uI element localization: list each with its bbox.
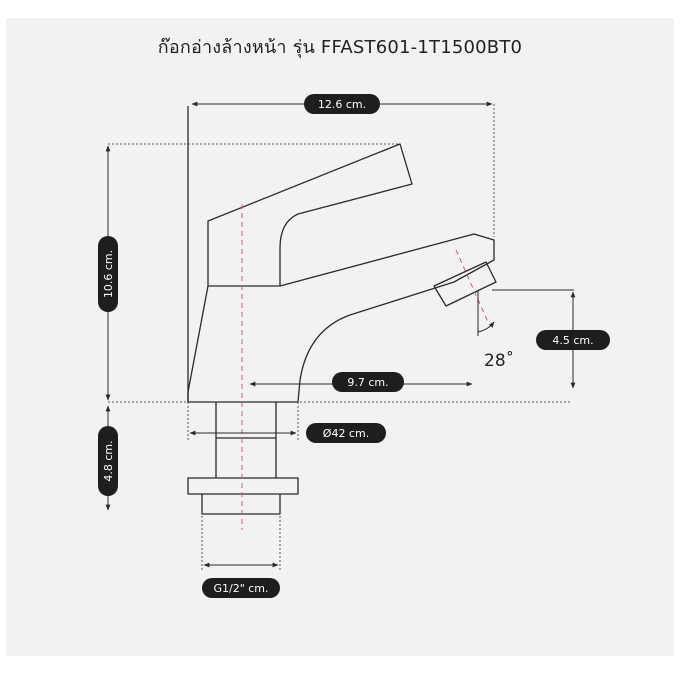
body-spout — [187, 233, 495, 403]
label-reach: 9.7 cm. — [332, 372, 404, 392]
handle-lever — [207, 143, 413, 287]
label-thread: G1/2" cm. — [202, 578, 280, 598]
reference-lines — [108, 104, 572, 572]
angle-label: 28˚ — [484, 350, 514, 371]
angle-indicator — [477, 289, 574, 336]
svg-text:4.5 cm.: 4.5 cm. — [552, 334, 593, 347]
shank-upper — [215, 402, 277, 478]
svg-text:4.8 cm.: 4.8 cm. — [102, 440, 115, 481]
aerator — [433, 261, 497, 307]
faucet-outline — [187, 106, 497, 515]
thread-tail — [201, 494, 281, 515]
page-title: ก๊อกอ่างล้างหน้า รุ่น FFAST601-1T1500BT0 — [157, 37, 523, 58]
svg-text:10.6 cm.: 10.6 cm. — [102, 250, 115, 298]
label-height-body: 10.6 cm. — [98, 236, 118, 312]
svg-text:G1/2" cm.: G1/2" cm. — [213, 582, 268, 595]
mounting-nut — [187, 477, 299, 495]
label-width-top: 12.6 cm. — [304, 94, 380, 114]
label-height-spout: 4.5 cm. — [536, 330, 610, 350]
label-shank: 4.8 cm. — [98, 426, 118, 496]
dimension-arrows — [105, 101, 576, 568]
svg-text:12.6 cm.: 12.6 cm. — [318, 98, 366, 111]
label-diameter: Ø42 cm. — [306, 423, 386, 443]
svg-text:9.7 cm.: 9.7 cm. — [347, 376, 388, 389]
svg-text:Ø42 cm.: Ø42 cm. — [323, 427, 369, 440]
centerlines — [241, 204, 489, 530]
